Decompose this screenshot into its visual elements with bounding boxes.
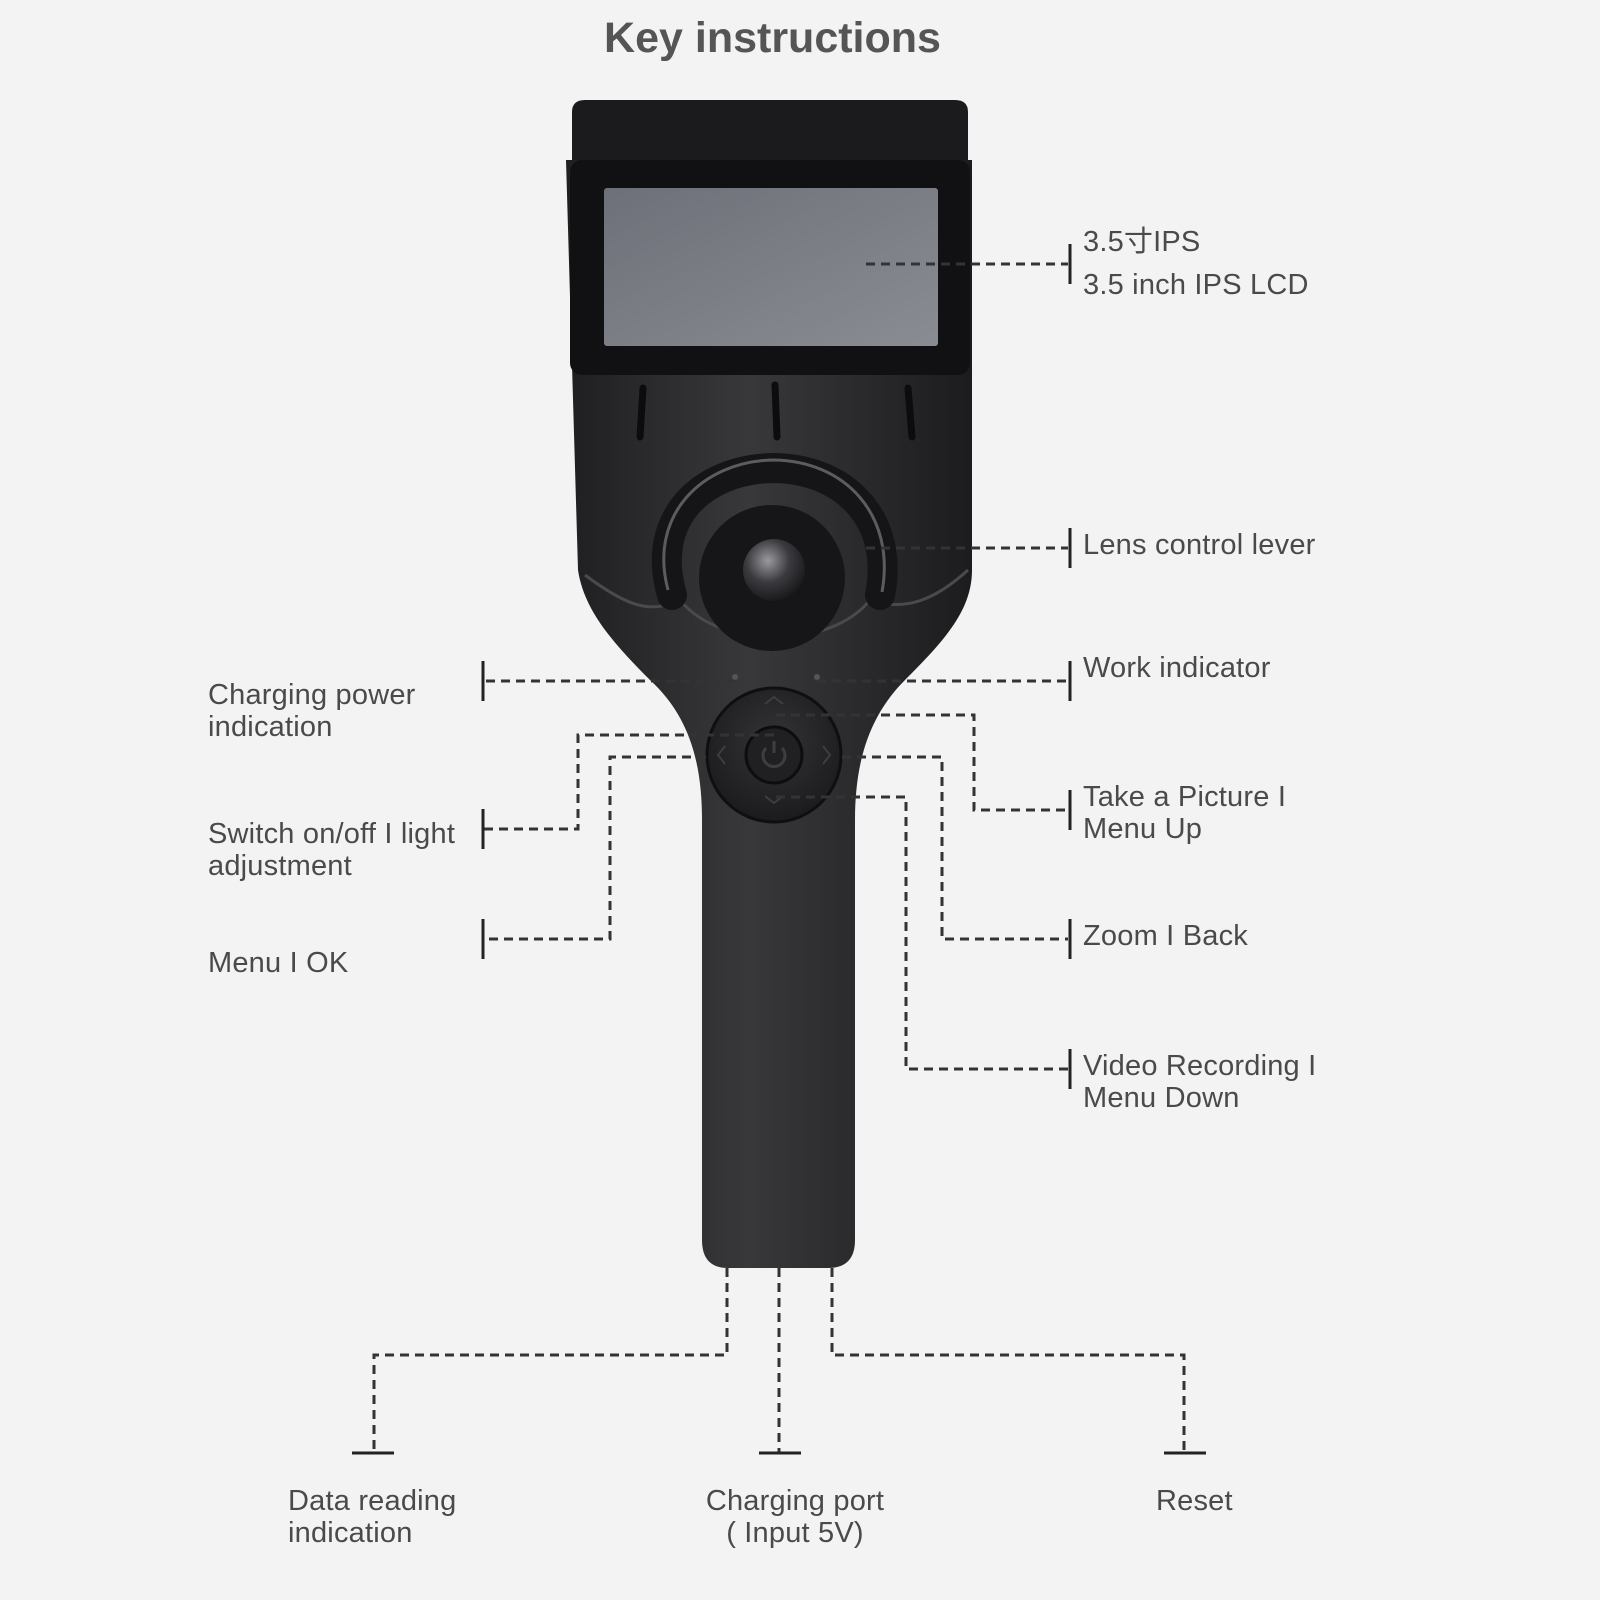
- diagram-title: Key instructions: [604, 14, 941, 62]
- label-work-indicator-line1: Work indicator: [1083, 652, 1271, 684]
- leader-switch-light: [484, 733, 774, 831]
- label-video-down-line2: Menu Down: [1083, 1082, 1240, 1114]
- charging-indicator-dot: [732, 674, 738, 680]
- device-top-cap: [572, 100, 968, 175]
- label-charging-power-line1: Charging power: [208, 679, 416, 711]
- device-groove-left: [636, 384, 647, 441]
- label-switch-light-line2: adjustment: [208, 850, 352, 882]
- label-lcd: 3.5寸IPS 3.5 inch IPS LCD: [1083, 226, 1309, 301]
- label-menu-ok: Menu I OK: [208, 947, 348, 979]
- label-menu-ok-line1: Menu I OK: [208, 947, 349, 979]
- power-icon: [761, 741, 787, 768]
- label-charging-port: Charging port ( Input 5V): [700, 1485, 890, 1549]
- label-charging-port-line2: ( Input 5V): [726, 1517, 864, 1549]
- label-work-indicator: Work indicator: [1083, 652, 1271, 684]
- leader-end-ticks: [352, 244, 1206, 1455]
- leader-menu-ok: [484, 755, 706, 941]
- leader-zoom-back: [842, 755, 1068, 941]
- label-reset: Reset: [1156, 1485, 1233, 1517]
- label-reset-line1: Reset: [1156, 1485, 1233, 1517]
- label-video-down: Video Recording I Menu Down: [1083, 1050, 1316, 1114]
- label-lens-lever: Lens control lever: [1083, 529, 1316, 561]
- leader-data-reading: [372, 1268, 729, 1452]
- label-data-reading: Data reading indication: [288, 1485, 456, 1549]
- label-lens-lever-line1: Lens control lever: [1083, 529, 1316, 561]
- power-ok-button[interactable]: [744, 725, 804, 785]
- device-groove-center: [771, 381, 781, 441]
- label-zoom-back-line1: Zoom I Back: [1083, 920, 1248, 952]
- work-indicator-dot: [814, 674, 820, 680]
- device-groove-right: [904, 384, 916, 441]
- lens-control-knob[interactable]: [743, 539, 805, 601]
- leader-video-down: [776, 795, 1068, 1071]
- label-picture-up-line1: Take a Picture I: [1083, 781, 1287, 813]
- chevron-right-icon[interactable]: [822, 745, 832, 765]
- label-data-reading-line2: indication: [288, 1517, 413, 1549]
- chevron-left-icon[interactable]: [716, 745, 726, 765]
- label-picture-up: Take a Picture I Menu Up: [1083, 781, 1286, 845]
- label-picture-up-line2: Menu Up: [1083, 813, 1203, 845]
- label-switch-light-line1: Switch on/off I light: [208, 818, 456, 850]
- label-lcd-line1: 3.5寸IPS: [1083, 226, 1201, 258]
- label-charging-port-line1: Charging port: [705, 1485, 885, 1517]
- leader-lines: [372, 262, 1186, 1452]
- label-charging-power: Charging power indication: [208, 679, 416, 743]
- label-lcd-line2: 3.5 inch IPS LCD: [1083, 269, 1309, 301]
- leader-reset: [830, 1268, 1186, 1452]
- leader-picture-up: [776, 713, 1068, 812]
- lcd-screen: [604, 188, 938, 346]
- chevron-up-icon[interactable]: [764, 695, 784, 705]
- label-charging-power-line2: indication: [208, 711, 333, 743]
- label-zoom-back: Zoom I Back: [1083, 920, 1248, 952]
- label-data-reading-line1: Data reading: [288, 1485, 457, 1517]
- lens-lever-guard: [651, 452, 898, 610]
- label-switch-light: Switch on/off I light adjustment: [208, 818, 455, 882]
- lens-lever-guard-highlight: [662, 458, 886, 593]
- label-video-down-line1: Video Recording I: [1083, 1050, 1317, 1082]
